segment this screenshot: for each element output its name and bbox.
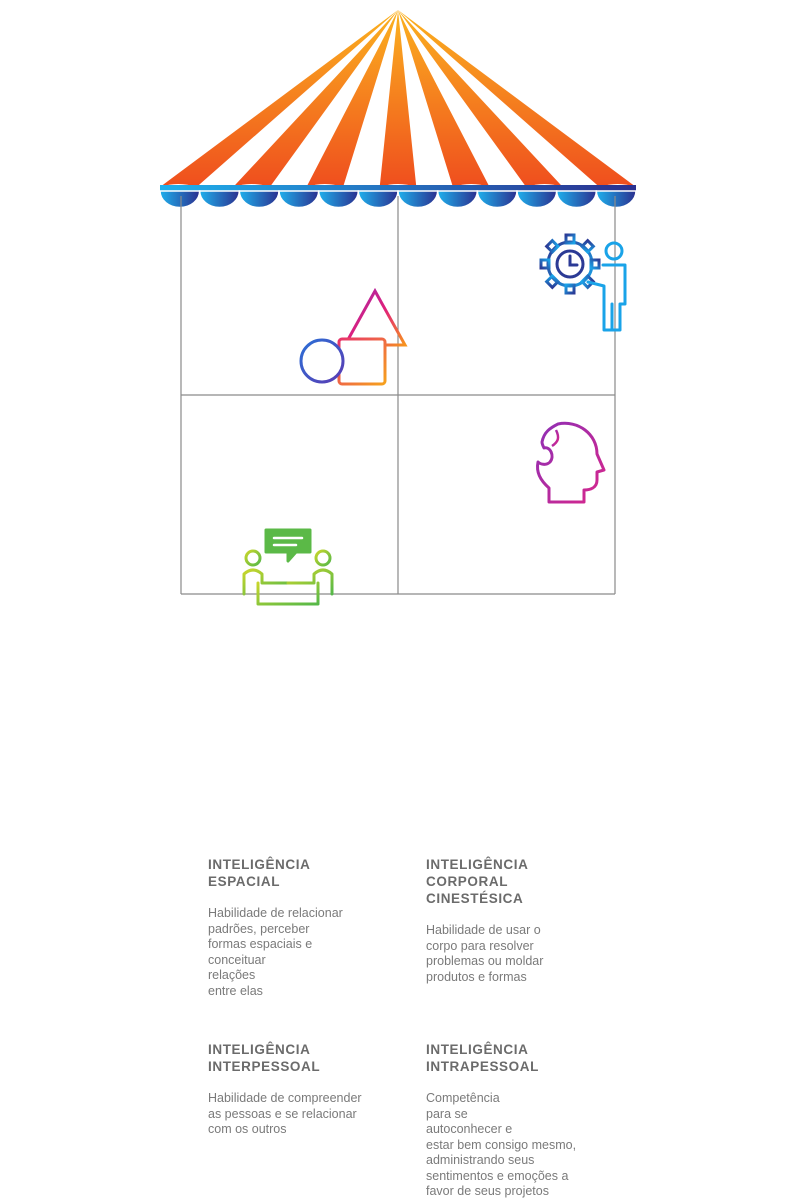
roof-stripe <box>398 10 636 187</box>
roof-stripe <box>306 10 398 187</box>
person-right-body <box>286 568 334 596</box>
scallop <box>476 190 518 209</box>
scallop-band <box>160 185 636 192</box>
scallop <box>198 190 241 209</box>
person-left-head <box>244 549 262 567</box>
roof-stripe <box>233 10 398 187</box>
card-bodily-kinesthetic-title: INTELIGÊNCIA CORPORAL CINESTÉSICA <box>426 857 529 906</box>
card-intrapersonal-description: Competência para se autoconhecer e estar… <box>426 1091 577 1198</box>
clock-face <box>555 249 585 279</box>
scallop <box>317 190 360 209</box>
scallop <box>516 190 558 209</box>
puzzle-head-icon <box>536 421 606 504</box>
person-left-body <box>242 568 290 596</box>
tent-scallop-border <box>159 185 637 209</box>
diagram-grid <box>180 196 616 595</box>
scallop <box>159 190 201 209</box>
square-shape <box>337 337 387 386</box>
tent-roof-stripes <box>160 10 636 187</box>
card-spatial-description: Habilidade de relacionar padrões, perceb… <box>208 906 343 998</box>
gear-clock-person-icon <box>539 233 627 332</box>
circus-tent-diagram: INTELIGÊNCIA ESPACIAL Habilidade de rela… <box>159 10 637 1198</box>
circle-shape <box>299 338 345 384</box>
scallop <box>357 190 399 209</box>
person-icon <box>586 241 627 332</box>
card-interpersonal-title: INTELIGÊNCIA INTERPESSOAL <box>208 1042 321 1074</box>
person-right-head <box>314 549 332 567</box>
card-interpersonal-description: Habilidade de compreender as pessoas e s… <box>208 1091 362 1136</box>
people-chat-icon <box>242 528 334 606</box>
card-intrapersonal-title: INTELIGÊNCIA INTRAPESSOAL <box>426 1042 539 1074</box>
triangle-shape <box>342 287 408 347</box>
tent-artwork <box>159 10 637 606</box>
shapes-icon <box>299 287 408 386</box>
roof-stripe <box>398 10 563 187</box>
scallop <box>595 190 637 209</box>
table-icon <box>256 581 320 606</box>
gear-icon <box>539 233 601 295</box>
scallop <box>278 190 320 209</box>
scallop <box>436 190 479 209</box>
clock-hands-icon <box>568 254 579 267</box>
roof-stripe <box>379 10 417 187</box>
roof-stripe <box>160 10 398 187</box>
roof-stripe <box>398 10 490 187</box>
scallop <box>555 190 598 209</box>
scallop <box>238 190 280 209</box>
card-bodily-kinesthetic-description: Habilidade de usar o corpo para resolver… <box>426 923 544 984</box>
scallop <box>397 190 439 209</box>
card-spatial-title: INTELIGÊNCIA ESPACIAL <box>208 857 311 889</box>
